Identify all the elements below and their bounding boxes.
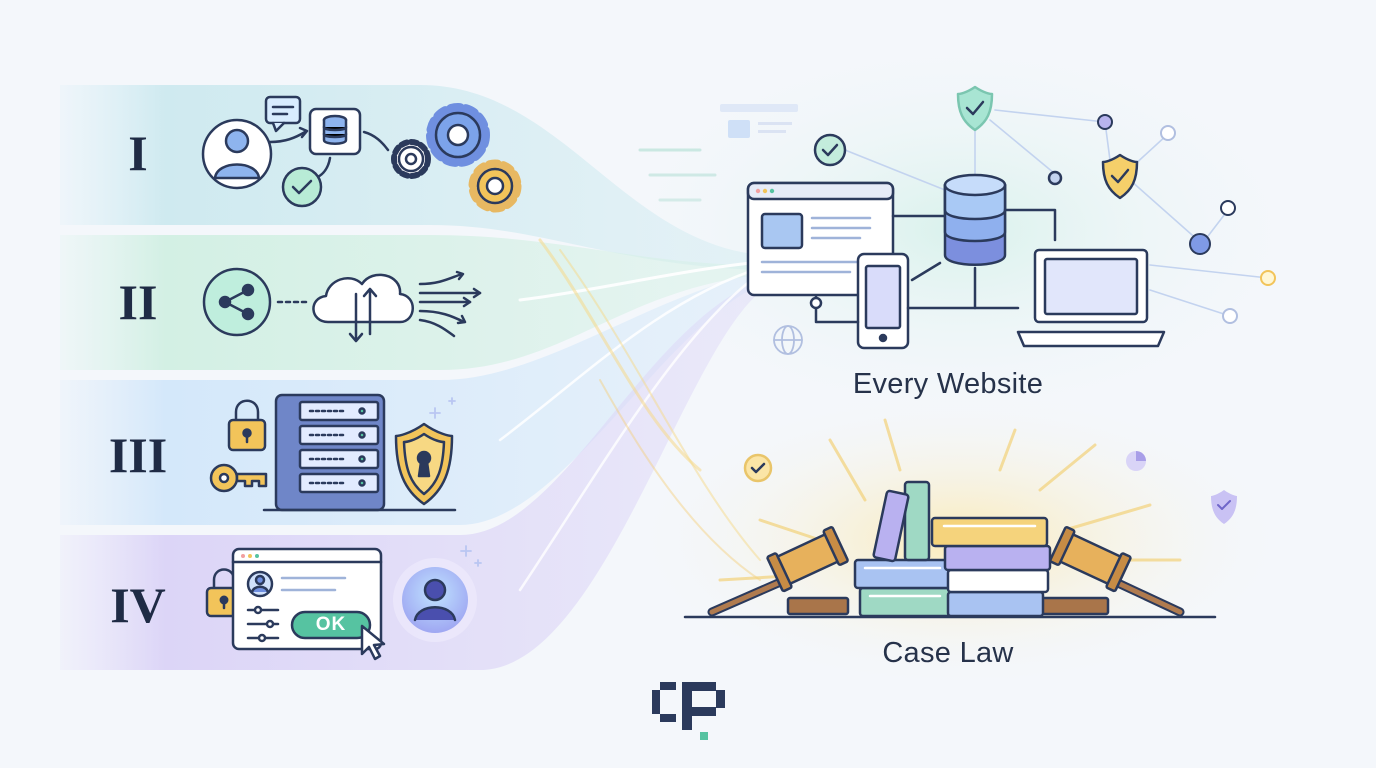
- section-1-icons: [201, 95, 522, 213]
- cp-logo: [652, 682, 725, 740]
- section-2-icons: [202, 267, 482, 343]
- check-badge-icon: [743, 453, 773, 483]
- shield-check-icon: [1211, 490, 1237, 524]
- case-law-caption: Case Law: [882, 637, 1014, 669]
- section-3-icons: [209, 393, 457, 512]
- server-rack-icon: [262, 393, 457, 512]
- page-card-icon: [720, 104, 798, 138]
- globe-icon: [773, 325, 803, 355]
- gavel-icon: [707, 526, 850, 617]
- database-icon: [943, 173, 1007, 266]
- section-numeral-2: II: [118, 274, 158, 330]
- every-website-caption: Every Website: [852, 368, 1044, 400]
- shield-check-icon: [956, 85, 994, 132]
- section-numeral-3: III: [108, 427, 168, 483]
- checkmark-icon: [281, 166, 323, 208]
- chat-bubble-icon: [264, 95, 302, 133]
- band-3: [60, 272, 760, 525]
- cloud-sync-icon: [312, 273, 414, 343]
- cursor-icon: [360, 624, 386, 661]
- gear-icon: [426, 103, 490, 167]
- database-icon: [308, 107, 362, 156]
- phone-icon: [856, 252, 910, 350]
- shield-check-icon: [1101, 153, 1139, 200]
- padlock-icon: [227, 399, 267, 452]
- key-icon: [209, 463, 268, 493]
- section-numeral-4: IV: [110, 577, 166, 633]
- user-avatar-icon: [201, 118, 273, 190]
- keyhole-shield-icon: [394, 422, 454, 506]
- ok-button: [290, 610, 372, 640]
- login-window-icon: [231, 547, 383, 651]
- section-numeral-1: I: [128, 125, 148, 181]
- gear-icon: [468, 159, 522, 213]
- network-nodes: [1097, 114, 1276, 324]
- arrows-fan-icon: [418, 270, 482, 338]
- checkmark-icon: [813, 133, 847, 167]
- ok-button-label: OK: [315, 614, 347, 635]
- case-law-illustration: [683, 418, 1237, 619]
- user-silhouette-icon: [393, 558, 477, 642]
- book-stack-icon: [853, 480, 1052, 618]
- share-icon: [202, 267, 272, 337]
- website-network: [720, 85, 1276, 355]
- laptop-icon: [1016, 248, 1166, 348]
- sparkle-icon: [460, 545, 482, 567]
- flow-streaks: [498, 148, 764, 592]
- pie-badge-icon: [1126, 451, 1146, 471]
- user-avatar-icon: [246, 570, 274, 598]
- section-4-icons: [205, 545, 482, 661]
- sparkle-icon: [429, 397, 456, 419]
- gavel-icon: [1040, 526, 1185, 617]
- gear-icon: [391, 139, 431, 179]
